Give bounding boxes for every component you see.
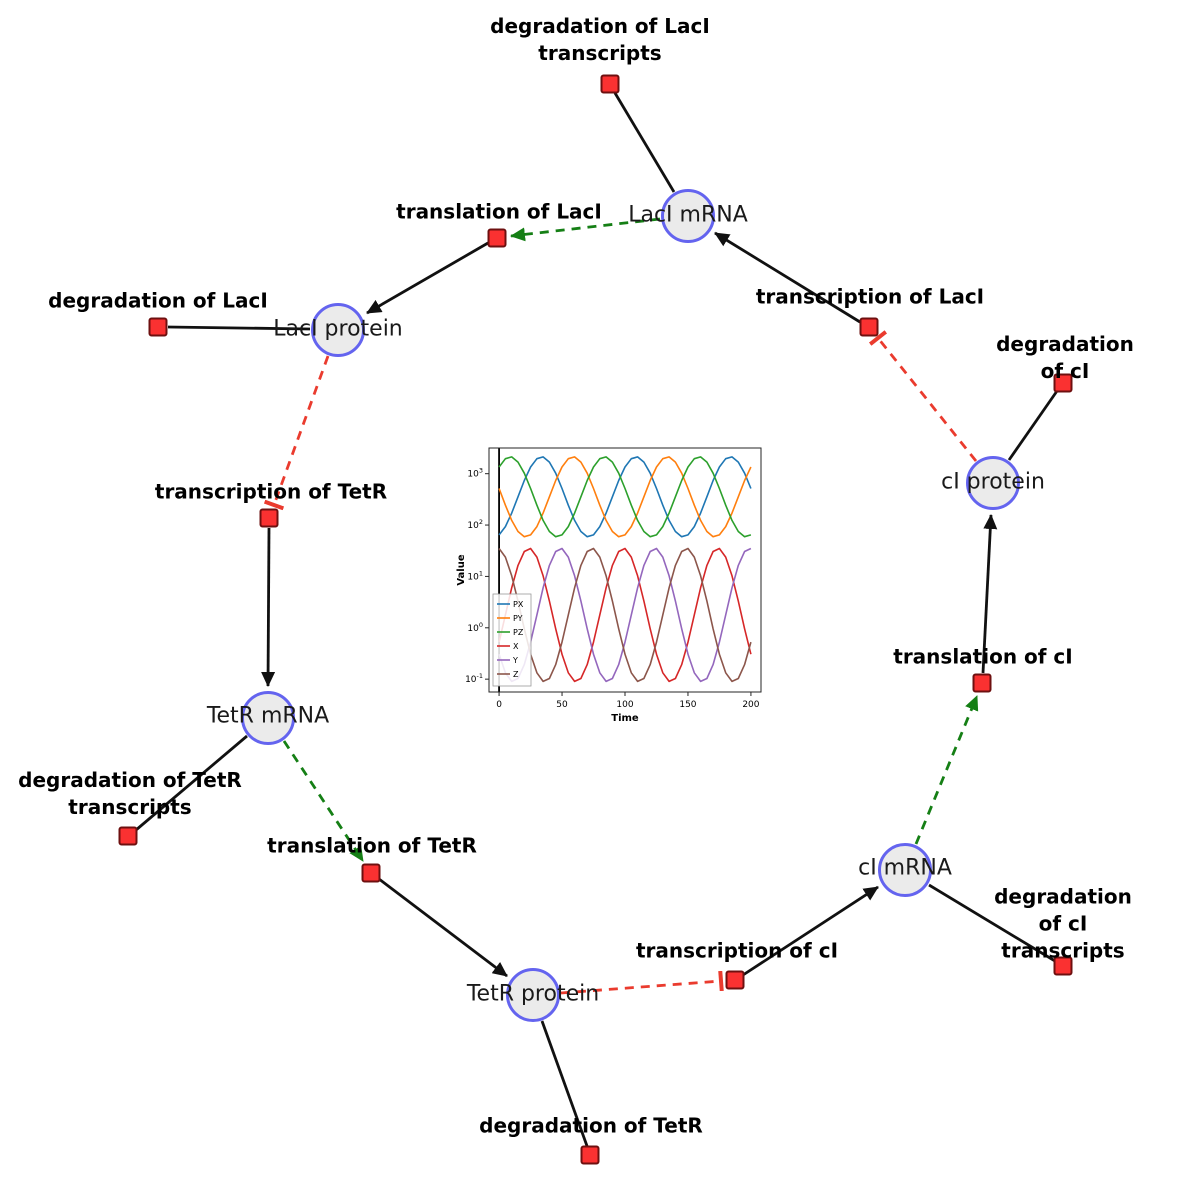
- reaction-label-translation-tetr: translation of TetR: [267, 833, 477, 858]
- reaction-node-transcription-ci: [725, 970, 745, 990]
- edge-laci-mrna-to-degradation-transcripts: [613, 92, 676, 193]
- chart-legend-label-PY: PY: [513, 614, 523, 623]
- edge-translation-ci-to-ci-protein: [981, 514, 998, 674]
- chart-x-tick-label: 0: [496, 700, 502, 710]
- species-label-ci-mrna: cI mRNA: [858, 855, 952, 881]
- species-node-tetr-protein: [506, 968, 560, 1022]
- species-node-laci-protein: [311, 303, 365, 357]
- edge-tetr-protein-inhibits-transcription-ci: [560, 970, 724, 995]
- species-node-ci-protein: [966, 456, 1020, 510]
- reaction-label-degradation-tetr: degradation of TetR: [479, 1113, 703, 1138]
- species-label-tetr-protein: TetR protein: [466, 981, 600, 1007]
- edge-degradation-laci-to-laci-protein: [167, 325, 311, 331]
- reaction-node-degradation-laci: [148, 317, 168, 337]
- edge-transcription-ci-to-ci-mrna: [742, 885, 879, 977]
- chart-series-Y: [498, 547, 752, 683]
- edge-transcription-tetr-to-tetr-mrna: [261, 527, 276, 687]
- reaction-node-degradation-tetr: [580, 1145, 600, 1165]
- reaction-label-degradation-tetr-transcripts: degradation of TetR transcripts: [18, 768, 242, 819]
- reaction-label-degradation-ci: degradation of cI: [996, 332, 1134, 383]
- chart-y-tick-label: 10-1: [465, 672, 483, 685]
- edge-tetr-mrna-activates-translation: [282, 740, 365, 862]
- chart-x-tick-label: 100: [616, 700, 633, 710]
- chart-legend-label-Y: Y: [512, 656, 518, 665]
- chart-x-tick-label: 200: [742, 700, 759, 710]
- species-node-laci-mrna: [661, 189, 715, 243]
- species-label-tetr-mrna: TetR mRNA: [206, 703, 330, 729]
- species-label-laci-protein: LacI protein: [273, 316, 403, 342]
- species-label-ci-protein: cI protein: [941, 469, 1045, 495]
- chart-x-tick-label: 50: [556, 700, 568, 710]
- reaction-label-degradation-laci-transcripts: degradation of LacI transcripts: [490, 14, 710, 65]
- edge-ci-protein-inhibits-transcription-laci: [868, 330, 978, 462]
- chart-legend-label-Z: Z: [513, 670, 519, 679]
- reaction-node-translation-tetr: [361, 863, 381, 883]
- chart-y-tick-label: 101: [467, 569, 483, 582]
- edge-laci-mrna-activates-translation: [510, 217, 661, 242]
- chart-series-PX: [498, 456, 752, 538]
- edge-translation-laci-to-laci-protein: [366, 241, 489, 315]
- chart-legend-label-PZ: PZ: [513, 628, 524, 637]
- reaction-node-degradation-tetr-transcripts: [118, 826, 138, 846]
- reaction-label-translation-laci: translation of LacI: [396, 199, 602, 224]
- chart-legend-label-PX: PX: [513, 600, 524, 609]
- reaction-node-degradation-ci-transcripts: [1053, 956, 1073, 976]
- chart-y-tick-label: 102: [467, 518, 483, 531]
- edge-laci-protein-inhibits-transcription-tetr: [263, 355, 330, 511]
- reaction-label-degradation-ci-transcripts: degradation of cI transcripts: [994, 884, 1132, 963]
- chart-xlabel: Time: [611, 713, 639, 724]
- reaction-node-degradation-ci: [1053, 373, 1073, 393]
- chart-legend: [492, 593, 532, 687]
- reaction-label-transcription-ci: transcription of cI: [635, 938, 839, 963]
- edge-ci-mrna-to-degradation-transcripts: [928, 883, 1056, 963]
- chart-y-tick-label: 103: [467, 467, 483, 480]
- reaction-label-transcription-tetr: transcription of TetR: [154, 479, 388, 504]
- reaction-node-translation-ci: [972, 673, 992, 693]
- edge-ci-protein-to-degradation: [1007, 390, 1059, 461]
- species-node-ci-mrna: [878, 843, 932, 897]
- reaction-label-translation-ci: translation of cI: [893, 644, 1073, 669]
- reaction-label-transcription-laci: transcription of LacI: [755, 284, 985, 309]
- chart-series-PZ: [498, 456, 752, 538]
- chart-series-Z: [498, 547, 752, 683]
- edge-translation-tetr-to-tetr-protein: [378, 877, 508, 978]
- species-node-tetr-mrna: [241, 691, 295, 745]
- edge-ci-mrna-activates-translation: [914, 695, 979, 845]
- species-label-laci-mrna: LacI mRNA: [628, 202, 748, 228]
- chart-series-PY: [498, 456, 752, 538]
- chart-x-tick-label: 150: [679, 700, 696, 710]
- edge-tetr-mrna-to-degradation-transcripts: [135, 734, 248, 832]
- chart-legend-label-X: X: [513, 642, 519, 651]
- chart-y-tick-label: 100: [467, 621, 483, 634]
- chart-series-X: [498, 547, 752, 683]
- reaction-node-translation-laci: [487, 228, 507, 248]
- reaction-label-degradation-laci: degradation of LacI: [48, 288, 268, 313]
- chart-ylabel: Value: [456, 554, 467, 585]
- reaction-node-transcription-tetr: [259, 508, 279, 528]
- edge-tetr-protein-to-degradation: [540, 1020, 589, 1147]
- reaction-node-degradation-laci-transcripts: [600, 74, 620, 94]
- edge-transcription-laci-to-laci-mrna: [714, 231, 861, 324]
- reaction-node-transcription-laci: [859, 317, 879, 337]
